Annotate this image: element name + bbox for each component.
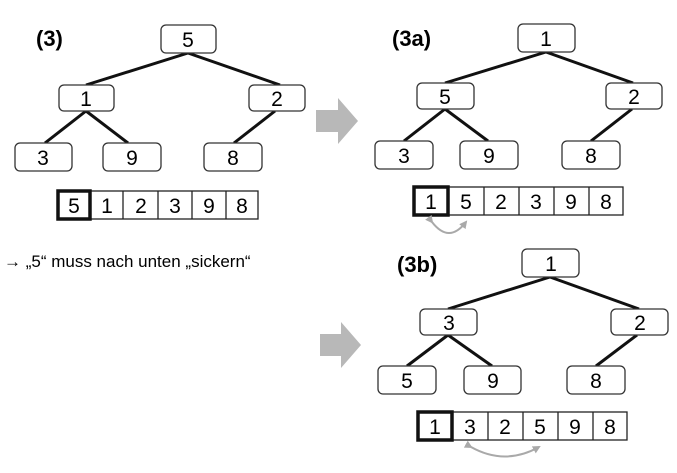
node-box-leftleft	[374, 140, 434, 170]
array-cell: 1	[101, 195, 113, 218]
panel-3-node-values: 5 1 2 3 9 8	[37, 29, 283, 170]
panel-3b: (3b) 1 3 2 5 9 8	[377, 248, 669, 458]
array-cell: 3	[530, 191, 542, 214]
node-box-root	[517, 23, 576, 53]
array-cell: 2	[495, 191, 507, 214]
panel-3b-edges	[406, 275, 640, 368]
array-cell: 2	[135, 195, 147, 218]
node-box-right	[248, 84, 306, 112]
swap-arrow-icon	[463, 440, 541, 458]
panel-3-node-boxes	[14, 24, 306, 172]
panel-3a-array: 1 5 2 3 9 8	[412, 185, 624, 234]
edge-right-rightleft	[590, 107, 633, 143]
edge-root-left	[85, 51, 189, 87]
node-box-left	[58, 84, 115, 112]
node-value-leftright: 9	[483, 145, 495, 168]
node-value-root: 1	[545, 253, 557, 276]
array-cell: 9	[203, 195, 215, 218]
node-box-leftleft	[14, 142, 73, 172]
node-value-right: 2	[271, 88, 283, 111]
node-value-root: 1	[540, 28, 552, 51]
node-box-leftright	[459, 140, 519, 170]
panel-3b-label: (3b)	[397, 252, 437, 277]
panel-3b-node-values: 1 3 2 5 9 8	[401, 253, 646, 393]
panel-3a-node-boxes	[374, 23, 663, 170]
array-cell: 5	[460, 191, 472, 214]
node-value-left: 1	[80, 88, 92, 111]
edge-left-leftright	[85, 109, 129, 145]
node-box-right	[610, 308, 669, 336]
node-box-leftright	[463, 365, 522, 395]
edge-root-left	[447, 275, 551, 311]
node-value-right: 2	[628, 86, 640, 109]
node-value-right: 2	[634, 312, 646, 335]
edge-root-right	[545, 50, 634, 85]
node-box-rightleft	[203, 142, 263, 172]
node-value-leftleft: 3	[398, 145, 410, 168]
node-value-root: 5	[182, 29, 194, 52]
node-value-leftright: 9	[126, 147, 138, 170]
array-cell: 9	[565, 191, 577, 214]
node-value-leftright: 9	[487, 370, 499, 393]
panel-3-edges	[44, 51, 281, 145]
node-box-left	[416, 82, 475, 110]
node-box-leftleft	[377, 365, 437, 395]
node-box-right	[605, 82, 663, 110]
node-value-left: 5	[439, 86, 451, 109]
panel-3b-node-boxes	[377, 248, 669, 395]
node-box-leftright	[102, 142, 162, 172]
array-cell: 8	[604, 416, 616, 439]
transition-arrow-icon	[316, 98, 358, 144]
node-value-leftleft: 5	[401, 370, 413, 393]
array-cell: 8	[600, 191, 612, 214]
edge-root-left	[444, 50, 547, 85]
array-cell: 9	[569, 416, 581, 439]
node-box-root	[521, 248, 580, 278]
panel-3-label: (3)	[36, 26, 63, 51]
node-value-rightleft: 8	[590, 370, 602, 393]
edge-left-leftleft	[403, 107, 446, 143]
panel-3b-array: 1 3 2 5 9 8	[416, 410, 628, 458]
edge-right-rightleft	[233, 109, 276, 145]
node-value-rightleft: 8	[585, 145, 597, 168]
node-box-rightleft	[566, 365, 626, 395]
panel-3a-edges	[403, 50, 634, 143]
array-cell: 3	[464, 416, 476, 439]
array-cell: 3	[169, 195, 181, 218]
array-cell: 8	[236, 195, 248, 218]
edge-left-leftleft	[44, 109, 87, 145]
node-value-leftleft: 3	[37, 147, 49, 170]
array-highlight-cell	[416, 410, 454, 442]
edge-right-rightleft	[595, 333, 638, 368]
array-cell: 1	[425, 191, 437, 214]
array-cell: 5	[534, 416, 546, 439]
edge-left-leftright	[447, 333, 493, 368]
panel-3a-label: (3a)	[392, 26, 431, 51]
edge-left-leftright	[444, 107, 489, 143]
array-cell: 5	[68, 195, 80, 218]
edge-root-right	[187, 51, 281, 87]
node-box-left	[419, 308, 478, 336]
panel-3-array: 5 1 2 3 9 8	[56, 189, 259, 221]
node-box-root	[160, 24, 217, 54]
panel-3a-node-values: 1 5 2 3 9 8	[398, 28, 640, 168]
swap-arrow-icon	[425, 214, 468, 234]
array-cell: 1	[429, 416, 441, 439]
array-highlight-cell	[56, 189, 92, 221]
edge-left-leftleft	[406, 333, 449, 368]
transition-arrow-icon	[320, 322, 361, 368]
panel-3a: (3a) 1 5 2 3 9 8	[374, 23, 663, 234]
explanation-note: → „5“ muss nach unten „sickern“	[4, 252, 251, 271]
node-value-left: 3	[443, 312, 455, 335]
panel-3: (3) 5 1 2 3 9 8	[4, 24, 306, 271]
node-box-rightleft	[561, 140, 621, 170]
array-cell: 2	[499, 416, 511, 439]
node-value-rightleft: 8	[227, 147, 239, 170]
edge-root-right	[549, 275, 640, 311]
